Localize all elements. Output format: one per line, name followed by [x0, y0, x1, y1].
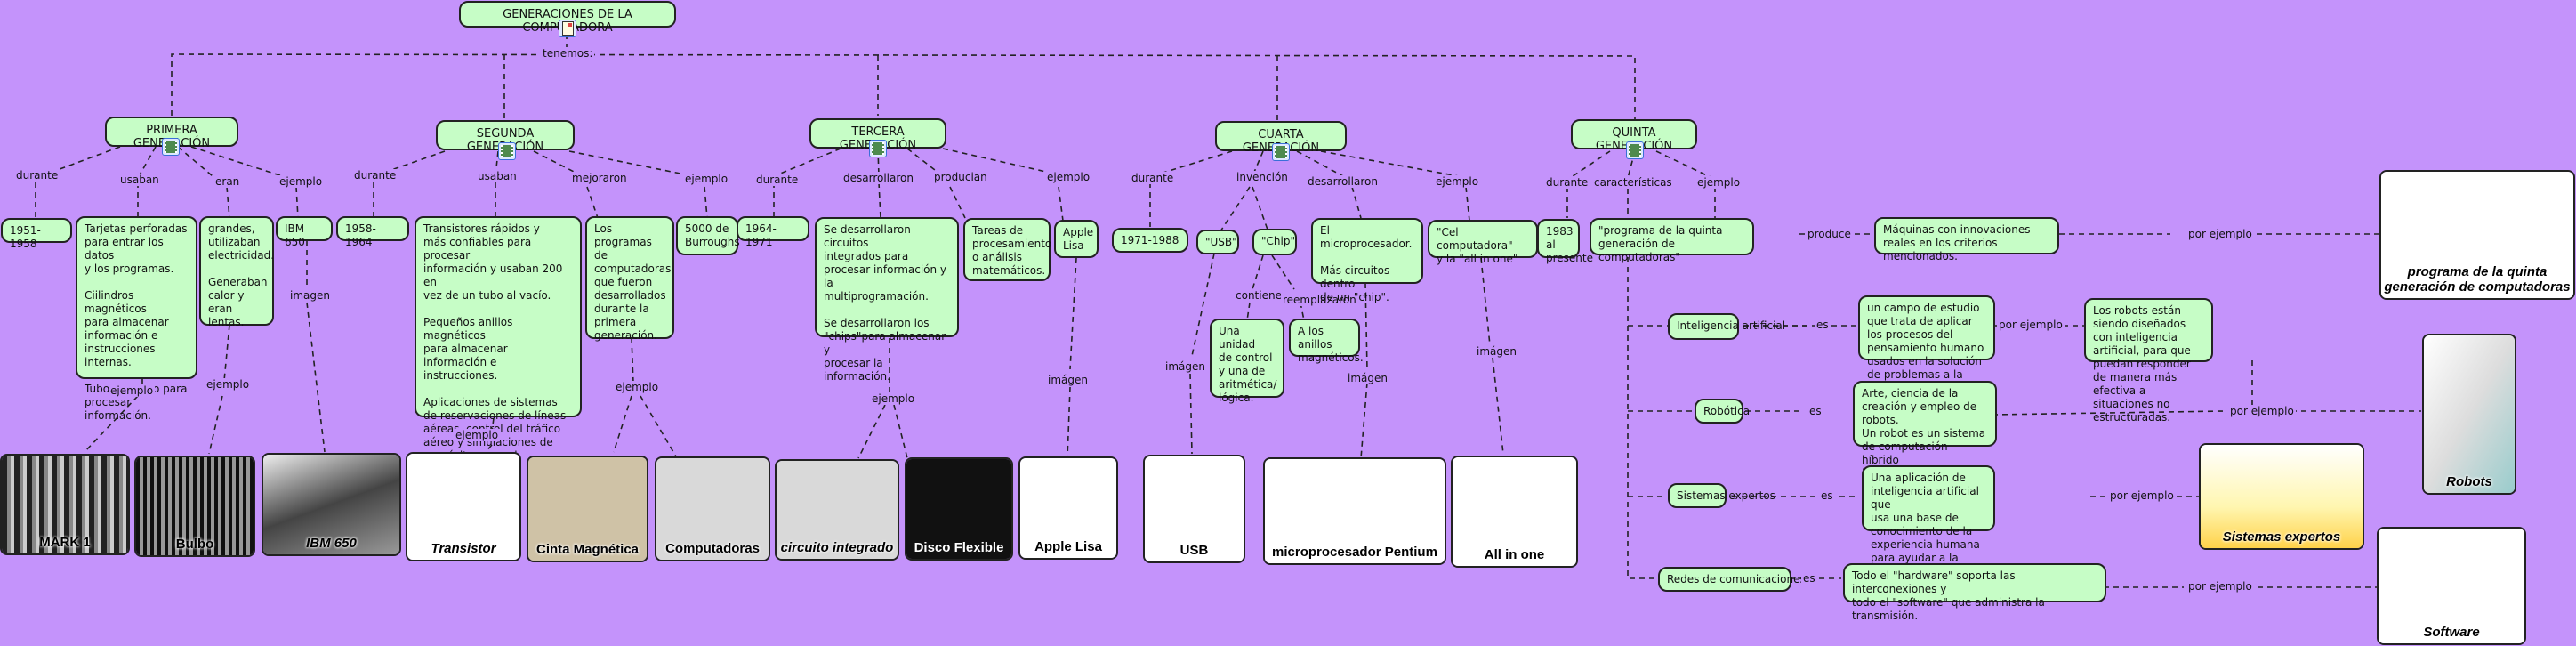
link-label: es [1807, 405, 1823, 417]
image-sistemas-expertos[interactable]: Sistemas expertos [2199, 443, 2364, 550]
produced-node[interactable]: Tareas de procesamiento o análisis matem… [963, 218, 1051, 281]
feature-desc-node[interactable]: Arte, ciencia de la creación y empleo de… [1853, 381, 1997, 520]
invention-usb-node[interactable]: "USB" [1196, 230, 1239, 254]
image-software[interactable]: Software [2377, 527, 2526, 645]
produces-node[interactable]: Máquinas con innovaciones reales en los … [1874, 217, 2059, 262]
link-label: ejemplo [278, 175, 325, 188]
feature-inteligencia-artificial[interactable]: Inteligencia artificial [1668, 313, 1785, 340]
link-label: ejemplo [1695, 176, 1743, 189]
link-label: desarrollaron [1306, 175, 1380, 188]
link-label: es [1801, 572, 1817, 585]
link-label: por ejemplo [1997, 319, 2065, 331]
image-computadoras[interactable]: Computadoras [655, 456, 770, 561]
period-node[interactable]: 1964-1971 [737, 216, 809, 248]
example-node[interactable]: "Cel computadora" y la "all in one" [1428, 220, 1538, 265]
link-label: mejoraron [570, 172, 629, 184]
feature-desc-node[interactable]: Una aplicación de inteligencia artificia… [1862, 465, 1995, 591]
image-ibm-650[interactable]: IBM 650 [262, 453, 401, 556]
improved-node[interactable]: Los programas de computadoras que fueron… [585, 216, 674, 342]
chip-replaced-node[interactable]: A los anillos magnéticos. [1289, 319, 1364, 364]
film-resource-icon[interactable] [1272, 143, 1290, 161]
example-node[interactable]: 5000 de Burroughs [676, 216, 740, 255]
developed-node[interactable]: Se desarrollaron circuitos integrados pa… [815, 217, 959, 383]
link-label: ejemplo [1434, 175, 1481, 188]
link-label: imágen [1163, 360, 1207, 373]
film-resource-icon[interactable] [498, 142, 516, 160]
invention-chip-node[interactable]: "Chip" [1252, 229, 1297, 255]
link-label: es [1815, 319, 1831, 331]
link-label: desarrollaron [841, 172, 915, 184]
feature-redes-de-comunicaciones[interactable]: Redes de comunicaciones [1658, 567, 1806, 592]
feature-robotica[interactable]: Robótica [1695, 399, 1750, 424]
period-node[interactable]: 1983 al presente [1537, 219, 1593, 264]
link-label: ejemplo [454, 429, 501, 441]
film-resource-icon[interactable] [162, 138, 180, 156]
link-label: tenemos: [541, 47, 595, 60]
developed-node[interactable]: El microprocesador. Más circuitos dentro… [1311, 218, 1423, 303]
link-label: durante [1130, 172, 1176, 184]
image-microprocesador-pentium[interactable]: microprocesador Pentium [1263, 457, 1446, 565]
image-disco-flexible[interactable]: Disco Flexible [905, 457, 1013, 561]
link-label: durante [754, 174, 801, 186]
link-label: producian [932, 171, 989, 183]
link-label: por ejemplo [2186, 580, 2254, 593]
link-label: imágen [1475, 345, 1518, 358]
image-apple-lisa[interactable]: Apple Lisa [1018, 456, 1118, 560]
chip-contains-node[interactable]: Una unidad de control y una de aritmétic… [1210, 319, 1284, 404]
example-node[interactable]: "programa de la quinta generación de com… [1590, 218, 1754, 263]
link-label: ejemplo [109, 384, 156, 397]
period-node[interactable]: 1971-1988 [1112, 228, 1188, 253]
link-label: usaban [476, 170, 519, 182]
feature-desc-node[interactable]: un campo de estudio que trata de aplicar… [1858, 295, 1995, 394]
film-resource-icon[interactable] [1626, 141, 1644, 159]
link-label: por ejemplo [2228, 405, 2296, 417]
link-label: contiene [1234, 289, 1284, 302]
image-robots[interactable]: Robots [2422, 334, 2516, 495]
link-label: ejemplo [870, 392, 917, 405]
link-label: durante [14, 169, 60, 182]
link-label: imagen [288, 289, 332, 302]
link-label: ejemplo [683, 173, 730, 185]
document-resource-icon[interactable] [559, 20, 576, 37]
image-circuito-integrado[interactable]: circuito integrado [775, 459, 899, 561]
link-label: durante [1544, 176, 1590, 189]
link-label: produce [1806, 228, 1853, 240]
image-mark-1[interactable]: MARK 1 [0, 454, 130, 555]
image-usb[interactable]: USB [1143, 455, 1245, 563]
link-label: invención [1235, 171, 1290, 183]
link-label: características [1592, 176, 1674, 189]
image-bulbo[interactable]: Bulbo [134, 456, 255, 557]
link-label: durante [352, 169, 398, 182]
image-programa-quinta-generacion[interactable]: programa de la quinta generación de comp… [2379, 170, 2575, 300]
characteristics-node[interactable]: grandes, utilizaban electricidad. Genera… [199, 216, 274, 328]
link-label: imágen [1346, 372, 1389, 384]
period-node[interactable]: 1951-1958 [1, 218, 72, 250]
example-node[interactable]: IBM 650 [276, 216, 333, 248]
used-node[interactable]: Tarjetas perforadas para entrar los dato… [76, 216, 197, 422]
used-node[interactable]: Transistores rápidos y más confiables pa… [415, 216, 582, 462]
link-label: usaban [118, 174, 161, 186]
link-label: ejemplo [614, 381, 661, 393]
image-transistor[interactable]: Transistor [406, 452, 521, 561]
link-label: eran [213, 175, 242, 188]
example-node[interactable]: Apple Lisa [1054, 220, 1099, 258]
link-label: por ejemplo [2186, 228, 2254, 240]
link-label: es [1819, 489, 1835, 502]
link-label: por ejemplo [2108, 489, 2176, 502]
link-label: ejemplo [1045, 171, 1092, 183]
feature-desc-node[interactable]: Todo el "hardware" soporta las intercone… [1843, 563, 2106, 622]
image-all-in-one[interactable]: All in one [1451, 456, 1578, 568]
feature-sistemas-expertos[interactable]: Sistemas expertos [1668, 483, 1775, 508]
image-cinta-magnetica[interactable]: Cinta Magnética [527, 456, 648, 562]
feature-example-node[interactable]: Los robots están siendo diseñados con in… [2084, 298, 2213, 424]
period-node[interactable]: 1958-1964 [336, 216, 409, 248]
link-label: reemplazaron [1281, 294, 1358, 306]
film-resource-icon[interactable] [869, 140, 887, 157]
link-label: ejemplo [205, 378, 252, 391]
link-label: imágen [1046, 374, 1090, 386]
